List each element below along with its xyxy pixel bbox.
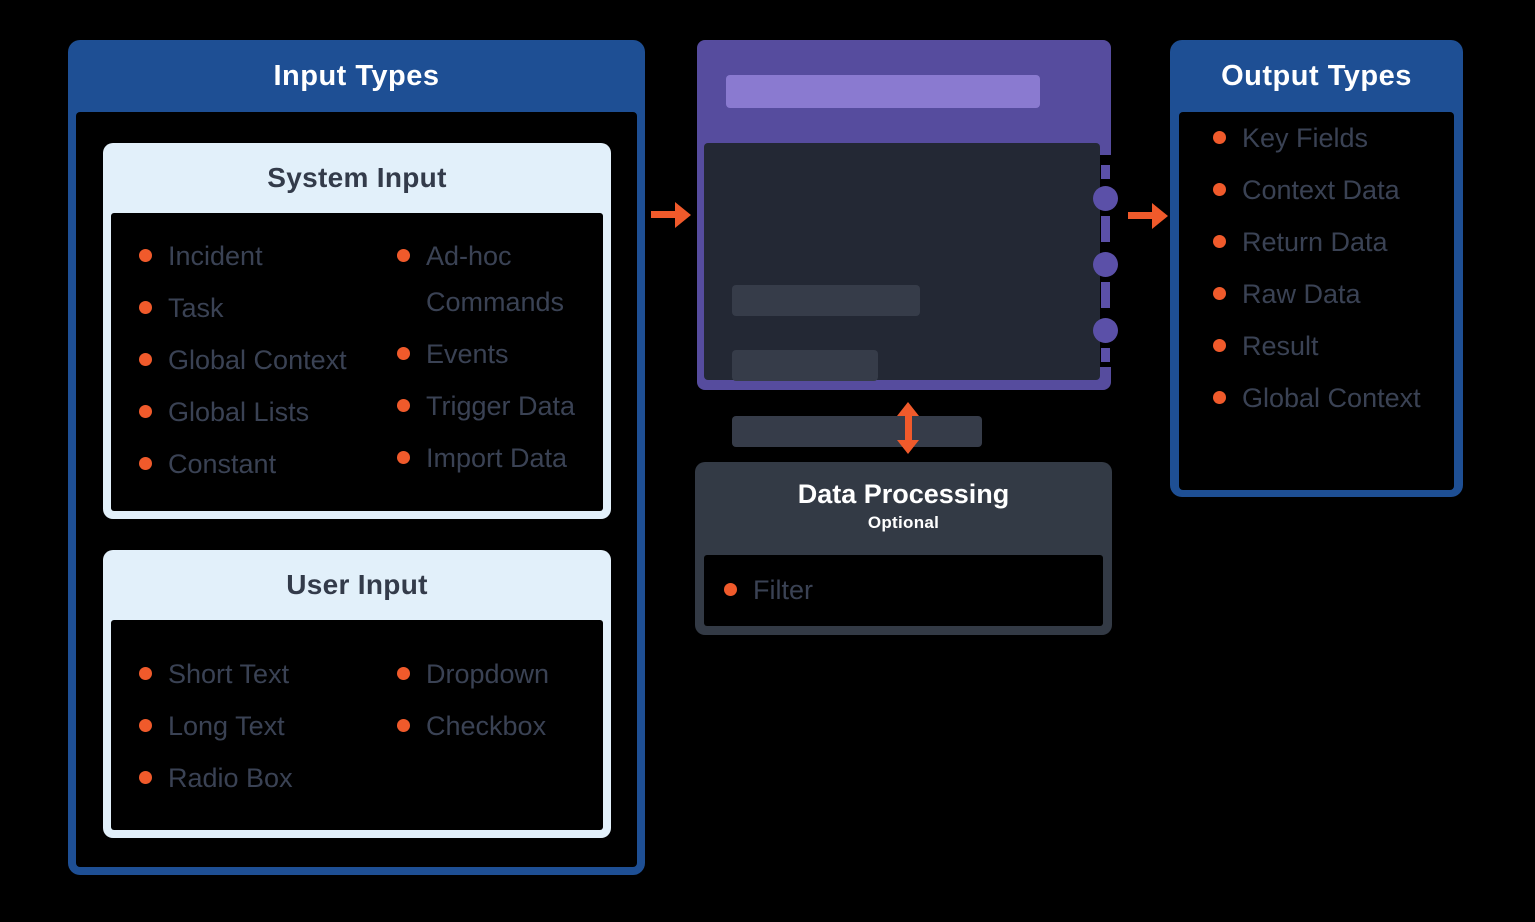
system-input-left-list: Incident Task Global Context Global List… xyxy=(139,213,347,490)
list-item-label: Short Text xyxy=(168,659,290,689)
bullet-icon xyxy=(1213,391,1226,404)
list-item-label: Result xyxy=(1242,331,1319,361)
bullet-icon xyxy=(1213,339,1226,352)
list-item-label: Checkbox xyxy=(426,711,547,741)
output-port-icon xyxy=(1093,186,1118,211)
input-types-panel: Input Types System Input Incident Task G… xyxy=(68,40,645,875)
list-item-label: Task xyxy=(168,293,224,323)
input-types-title: Input Types xyxy=(273,60,440,92)
output-types-body: Key Fields Context Data Return Data Raw … xyxy=(1179,112,1454,490)
task-content-placeholder-bar xyxy=(732,416,982,447)
list-item-label: Constant xyxy=(168,449,277,479)
list-item: Global Lists xyxy=(139,386,347,438)
list-item-label: Filter xyxy=(753,575,813,605)
output-port-icon xyxy=(1093,252,1118,277)
data-processing-subtitle: Optional xyxy=(867,513,940,532)
bullet-icon xyxy=(1213,131,1226,144)
port-dash xyxy=(1101,165,1110,179)
task-card-body xyxy=(704,143,1100,447)
list-item: Events xyxy=(397,328,607,380)
output-types-title: Output Types xyxy=(1221,60,1412,92)
list-item-label: Raw Data xyxy=(1242,279,1361,309)
list-item: Short Text xyxy=(139,648,293,700)
list-item: Incident xyxy=(139,230,347,282)
port-dash xyxy=(1101,348,1110,362)
bullet-icon xyxy=(397,399,410,412)
list-item-label: Dropdown xyxy=(426,659,550,689)
list-item-label: Long Text xyxy=(168,711,285,741)
bullet-icon xyxy=(139,405,152,418)
list-item: Key Fields xyxy=(1213,112,1421,164)
bullet-icon xyxy=(397,719,410,732)
data-processing-list: Filter xyxy=(724,555,813,616)
bullet-icon xyxy=(139,457,152,470)
list-item-label: Global Context xyxy=(1242,383,1421,413)
bullet-icon xyxy=(724,583,737,596)
output-port-icon xyxy=(1093,318,1118,343)
list-item-label: Events xyxy=(426,339,509,369)
user-input-title: User Input xyxy=(286,569,428,600)
list-item-label: Radio Box xyxy=(168,763,293,793)
bullet-icon xyxy=(1213,235,1226,248)
list-item-label: Incident xyxy=(168,241,263,271)
bullet-icon xyxy=(139,667,152,680)
list-item: Trigger Data xyxy=(397,380,607,432)
output-types-panel: Output Types Key Fields Context Data Ret… xyxy=(1170,40,1463,497)
port-dash xyxy=(1101,282,1110,308)
playbook-task-card xyxy=(697,40,1118,447)
system-input-right-list: Ad-hoc Commands Events Trigger Data Impo… xyxy=(397,213,607,484)
user-input-right-list: Dropdown Checkbox xyxy=(397,620,607,752)
bullet-icon xyxy=(397,347,410,360)
list-item-label: Trigger Data xyxy=(426,391,576,421)
data-processing-card: Data Processing Optional Filter xyxy=(695,462,1112,635)
list-item-label: Context Data xyxy=(1242,175,1400,205)
bullet-icon xyxy=(1213,183,1226,196)
list-item: Filter xyxy=(724,564,813,616)
bullet-icon xyxy=(139,353,152,366)
system-input-list-area: Incident Task Global Context Global List… xyxy=(111,213,603,511)
list-item: Result xyxy=(1213,320,1421,372)
system-input-card: System Input Incident Task Global Contex… xyxy=(103,143,611,519)
data-processing-title: Data Processing xyxy=(797,479,1010,509)
port-dash xyxy=(1101,216,1110,242)
bullet-icon xyxy=(139,719,152,732)
list-item: Return Data xyxy=(1213,216,1421,268)
task-content-placeholder-bar xyxy=(732,285,920,316)
list-item: Constant xyxy=(139,438,347,490)
list-item-label: Ad-hoc Commands xyxy=(426,241,565,317)
bullet-icon xyxy=(139,301,152,314)
list-item: Global Context xyxy=(1213,372,1421,424)
user-input-card: User Input Short Text Long Text Radio Bo… xyxy=(103,550,611,838)
list-item: Dropdown xyxy=(397,648,607,700)
task-content-placeholder-bar xyxy=(732,350,878,381)
bullet-icon xyxy=(397,451,410,464)
bullet-icon xyxy=(397,667,410,680)
bullet-icon xyxy=(139,771,152,784)
user-input-left-list: Short Text Long Text Radio Box xyxy=(139,620,293,804)
list-item-label: Key Fields xyxy=(1242,123,1369,153)
list-item: Raw Data xyxy=(1213,268,1421,320)
output-types-list: Key Fields Context Data Return Data Raw … xyxy=(1213,112,1421,424)
bullet-icon xyxy=(1213,287,1226,300)
list-item-label: Return Data xyxy=(1242,227,1388,257)
list-item: Checkbox xyxy=(397,700,607,752)
list-item-label: Import Data xyxy=(426,443,568,473)
input-types-body: System Input Incident Task Global Contex… xyxy=(76,112,637,867)
data-processing-list-area: Filter xyxy=(704,555,1103,626)
task-title-placeholder-bar xyxy=(726,75,1040,108)
user-input-list-area: Short Text Long Text Radio Box Dropdown … xyxy=(111,620,603,830)
list-item-label: Global Context xyxy=(168,345,347,375)
bullet-icon xyxy=(397,249,410,262)
list-item: Import Data xyxy=(397,432,607,484)
list-item: Radio Box xyxy=(139,752,293,804)
list-item: Global Context xyxy=(139,334,347,386)
list-item-label: Global Lists xyxy=(168,397,310,427)
bullet-icon xyxy=(139,249,152,262)
list-item: Long Text xyxy=(139,700,293,752)
list-item: Ad-hoc Commands xyxy=(397,230,607,328)
system-input-title: System Input xyxy=(267,162,447,193)
list-item: Task xyxy=(139,282,347,334)
list-item: Context Data xyxy=(1213,164,1421,216)
